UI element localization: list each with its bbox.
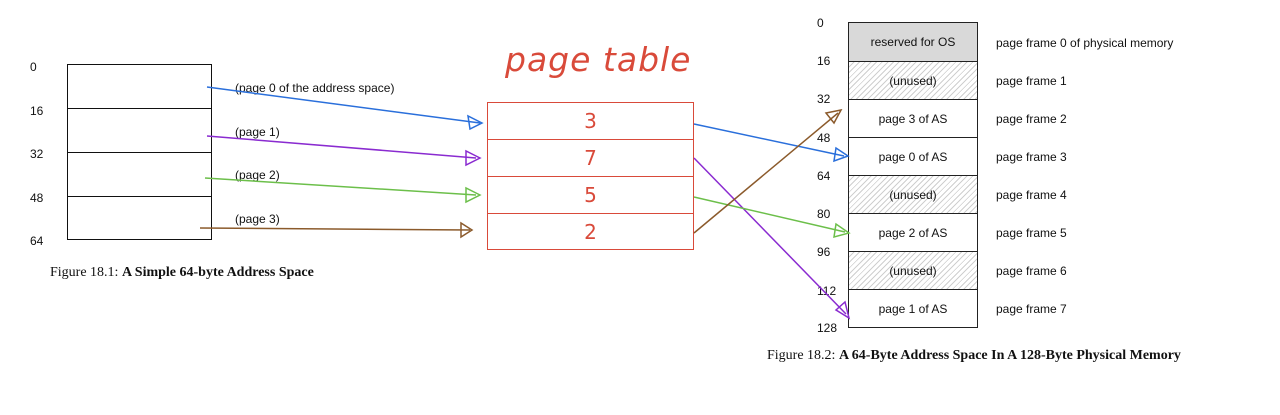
- arrow-pt0-to-frame3: [693, 123, 845, 157]
- as-page-2-label: (page 2): [235, 168, 280, 182]
- frame-content: page 1 of AS: [878, 302, 948, 316]
- figure1-caption: Figure 18.1: A Simple 64-byte Address Sp…: [50, 265, 314, 281]
- frame-content: (unused): [889, 73, 937, 88]
- frame-label-7: page frame 7: [996, 302, 1067, 316]
- page-table-box: 3 7 5 2: [487, 102, 694, 250]
- arrowhead-page1-pt: [465, 149, 482, 167]
- as-divider: [68, 152, 211, 153]
- page-table-title: page table: [505, 40, 692, 79]
- frame-1: (unused): [849, 62, 977, 100]
- frame-content: page 2 of AS: [878, 225, 948, 240]
- page-table-divider: [487, 139, 694, 140]
- figure2-caption-title: A 64-Byte Address Space In A 128-Byte Ph…: [838, 348, 1181, 363]
- arrowhead-pt3-frame2: [824, 108, 843, 125]
- page-table-entry: 3: [584, 109, 597, 133]
- page-table-entry: 7: [584, 146, 597, 170]
- arrow-pt1-to-frame7: [693, 157, 847, 315]
- frame-label-0: page frame 0 of physical memory: [996, 36, 1174, 50]
- frame-label-5: page frame 5: [996, 226, 1067, 240]
- as-divider: [68, 108, 211, 109]
- frame-label-1: page frame 1: [996, 74, 1067, 88]
- arrow-pt2-to-frame5: [693, 196, 846, 233]
- frame-content: reserved for OS: [870, 35, 956, 49]
- page-table-divider: [487, 213, 694, 214]
- figure1-caption-title: A Simple 64-byte Address Space: [121, 265, 314, 280]
- frame-5: page 2 of AS: [849, 214, 977, 252]
- pm-address-0: 0: [817, 16, 824, 30]
- page-table-divider: [487, 176, 694, 177]
- figure2-caption: Figure 18.2: A 64-Byte Address Space In …: [767, 348, 1181, 364]
- frame-content: page 0 of AS: [878, 149, 948, 164]
- as-address-64: 64: [30, 234, 44, 248]
- as-page-3-label: (page 3): [235, 212, 280, 226]
- pm-address-32: 32: [817, 92, 831, 106]
- pm-address-16: 16: [817, 54, 831, 68]
- arrowhead-page2-pt: [465, 186, 482, 204]
- arrowhead-page0-pt: [467, 114, 484, 131]
- as-address-0: 0: [30, 60, 37, 74]
- arrow-page2-to-pt: [204, 177, 477, 196]
- arrowhead-page3-pt: [460, 221, 474, 239]
- address-space-box: [67, 64, 212, 240]
- frame-6: (unused): [849, 252, 977, 290]
- arrow-page0-to-pt: [206, 86, 481, 124]
- arrowhead-pt0-frame3: [833, 146, 850, 163]
- as-address-32: 32: [30, 147, 44, 161]
- arrow-page3-to-pt: [199, 227, 471, 231]
- frame-label-6: page frame 6: [996, 264, 1067, 278]
- pm-address-112: 112: [817, 284, 837, 298]
- pm-address-128: 128: [817, 321, 838, 335]
- physical-memory-box: reserved for OS (unused) page 3 of AS pa…: [848, 22, 978, 328]
- figure2-caption-prefix: Figure 18.2:: [767, 348, 839, 363]
- frame-0: reserved for OS: [849, 23, 977, 62]
- frame-content: page 3 of AS: [878, 111, 948, 126]
- as-address-48: 48: [30, 191, 44, 205]
- frame-7: page 1 of AS: [849, 290, 977, 328]
- arrowhead-pt1-frame7: [834, 300, 851, 320]
- figure1-caption-prefix: Figure 18.1:: [50, 265, 122, 280]
- as-address-16: 16: [30, 104, 44, 118]
- page-table-entry: 2: [584, 220, 597, 244]
- arrow-page1-to-pt: [206, 135, 477, 159]
- frame-4: (unused): [849, 176, 977, 214]
- page-table-entry: 5: [584, 183, 597, 207]
- arrow-pt3-to-frame2: [693, 112, 839, 234]
- as-divider: [68, 196, 211, 197]
- frame-label-4: page frame 4: [996, 188, 1067, 202]
- pm-address-80: 80: [817, 207, 831, 221]
- frame-label-2: page frame 2: [996, 112, 1067, 126]
- pm-address-64: 64: [817, 169, 831, 183]
- as-page-0-label: (page 0 of the address space): [235, 81, 395, 95]
- pm-address-48: 48: [817, 131, 831, 145]
- arrowhead-pt2-frame5: [833, 222, 851, 239]
- pm-address-96: 96: [817, 245, 831, 259]
- as-page-1-label: (page 1): [235, 125, 280, 139]
- frame-label-3: page frame 3: [996, 150, 1067, 164]
- frame-3: page 0 of AS: [849, 138, 977, 176]
- frame-2: page 3 of AS: [849, 100, 977, 138]
- frame-content: (unused): [889, 263, 937, 278]
- frame-content: (unused): [889, 187, 937, 202]
